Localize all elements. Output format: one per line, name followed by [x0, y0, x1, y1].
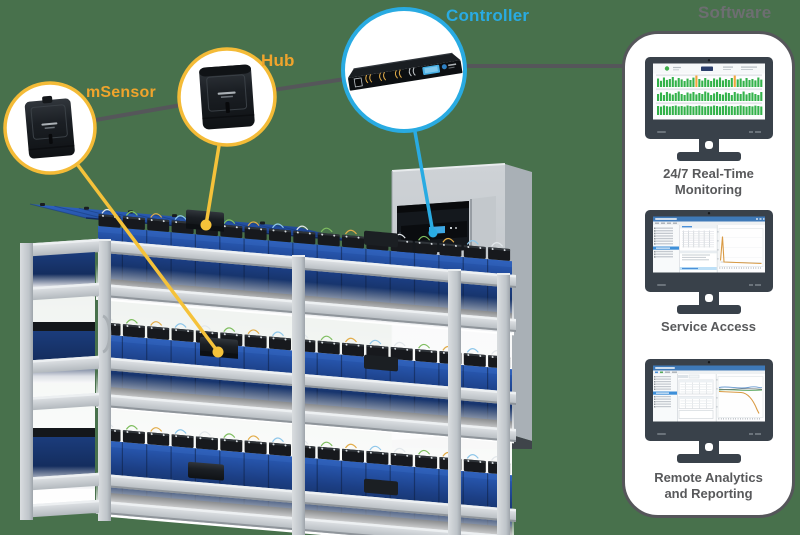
cabinet-door-open: [471, 196, 496, 257]
analytics-chart: [718, 386, 763, 414]
chart-frame: [717, 376, 764, 418]
data-table: [682, 230, 714, 248]
controller-label: Controller: [446, 6, 530, 25]
power-led-icon: [657, 131, 666, 133]
controller-device-icon: [347, 52, 463, 91]
monitor-service: [645, 210, 773, 314]
sensor-device: [364, 478, 398, 496]
service-screen: [653, 216, 765, 273]
tab: [688, 374, 700, 379]
monitor-base: [677, 152, 741, 161]
software-label: Software: [698, 3, 772, 22]
rack-posts: [98, 239, 510, 535]
msensor-device-icon: [24, 95, 75, 159]
service-chart: [719, 236, 762, 265]
bezel-button-icon: [755, 284, 761, 286]
power-led-icon: [657, 433, 666, 435]
neck-hole: [705, 294, 713, 302]
neck-hole: [705, 141, 713, 149]
monitor-base: [677, 454, 741, 463]
controller-callout: [341, 7, 467, 133]
rack-back-post: [20, 243, 33, 520]
controller-led: [455, 227, 457, 229]
software-panel: 24/7 Real-Time Monitoring: [622, 31, 795, 518]
camera-dot-icon: [707, 212, 711, 215]
monitor-analytics: [645, 359, 773, 463]
analytics-caption: Remote Analytics and Reporting: [654, 470, 763, 501]
mini-table: [678, 410, 714, 419]
sidebar-tree: [654, 227, 673, 258]
controller-led: [450, 227, 452, 229]
bezel-button-icon: [749, 284, 753, 286]
msensor-callout: [3, 81, 97, 175]
msensor-leader-dot: [212, 346, 224, 358]
monitoring-screen: [653, 63, 765, 120]
controller-leader-dot: [428, 228, 438, 238]
neck-hole: [705, 443, 713, 451]
bezel-button-icon: [749, 131, 753, 133]
hub-label: Hub: [261, 51, 295, 70]
status-bar-row: [657, 91, 763, 101]
monitoring-caption: 24/7 Real-Time Monitoring: [663, 166, 754, 197]
bezel-button-icon: [755, 131, 761, 133]
sensor-device: [364, 230, 398, 248]
mini-table-grid: [680, 382, 712, 394]
status-bar-row: [657, 105, 763, 115]
analytics-screen: [653, 365, 765, 422]
sidebar-tree: [654, 376, 671, 408]
hub-leader-dot: [200, 219, 212, 231]
camera-dot-icon: [707, 59, 711, 62]
sensor-device: [188, 461, 224, 481]
hub-device-icon: [199, 64, 255, 130]
status-ok-icon: [664, 66, 670, 71]
camera-dot-icon: [707, 361, 711, 364]
axis-ticks: [718, 418, 760, 420]
sensor-device: [364, 354, 398, 372]
rack-handle: [102, 314, 112, 354]
cabinet-top-edge: [391, 163, 506, 172]
monitor-base: [677, 305, 741, 314]
bezel-button-icon: [749, 433, 753, 435]
cabinet-opening-shadow: [397, 201, 469, 213]
hub-callout: [177, 47, 277, 147]
tab: [678, 375, 688, 378]
bezel-button-icon: [755, 433, 761, 435]
mini-table-grid: [680, 399, 712, 409]
status-bar-row: [657, 75, 763, 87]
rack-end-face: [20, 238, 112, 520]
selected-table-row: [679, 267, 717, 270]
axis-ticks: [719, 267, 761, 269]
service-caption: Service Access: [661, 319, 756, 334]
toolbar-button: [701, 66, 713, 71]
monitor-monitoring: [645, 57, 773, 161]
power-led-icon: [657, 284, 666, 286]
msensor-label: mSensor: [86, 84, 156, 101]
